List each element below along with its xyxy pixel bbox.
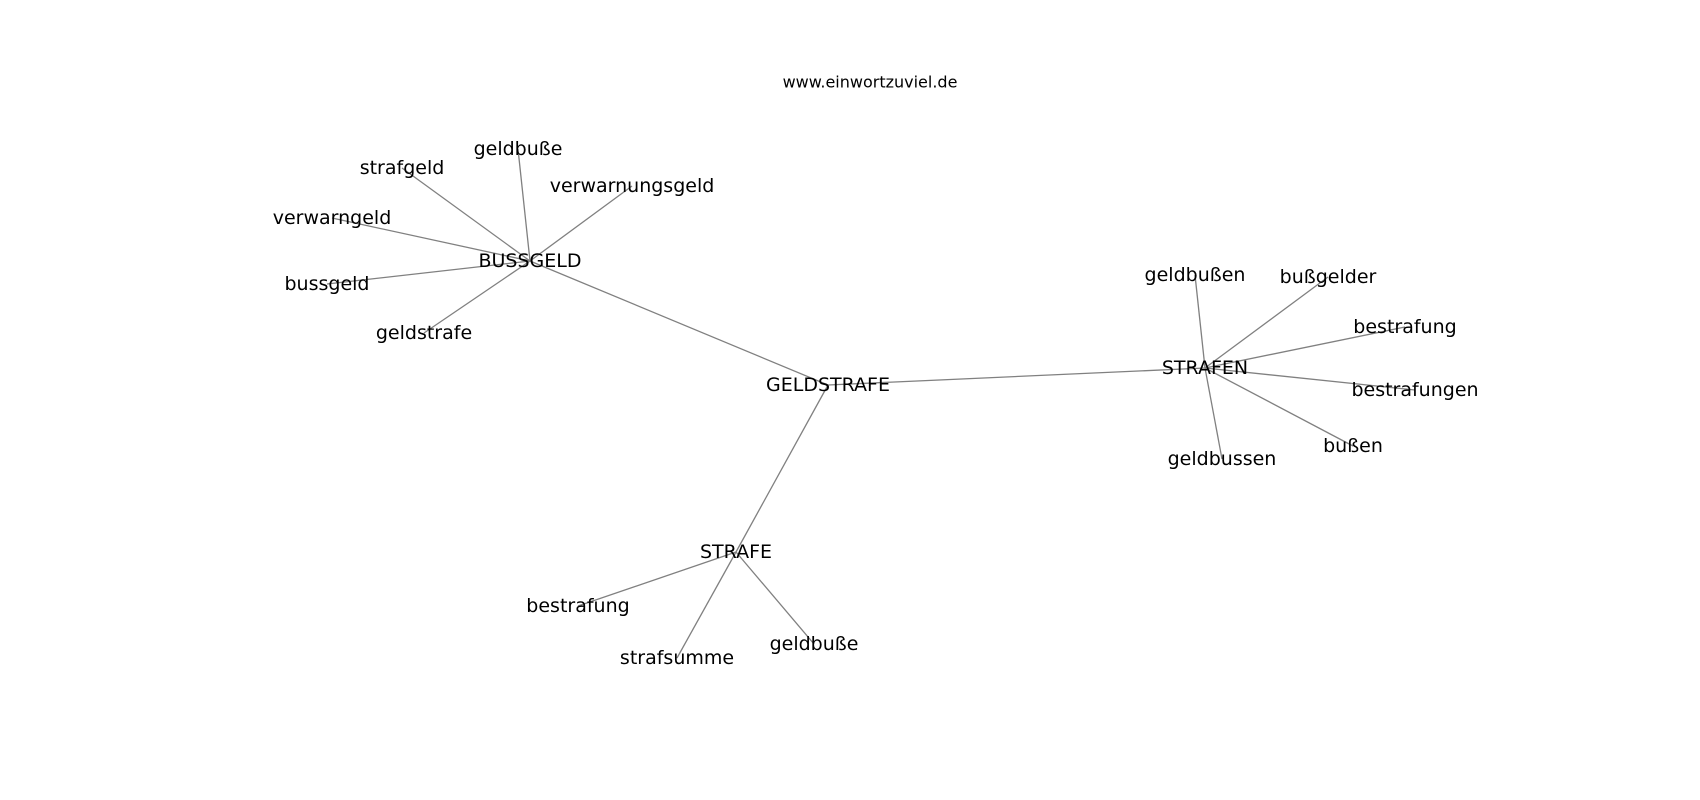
edge-strafen_hub-s_geldbussen2 [1204,367,1223,460]
node-label-b-geldbusse: geldbuße [474,138,563,160]
edge-bussgeld_hub-b_strafgeld [401,167,531,262]
edge-strafe_hub-t_geldbusse [735,551,815,645]
edge-geldstrafe-bussgeld_hub [529,260,829,386]
edge-strafen_hub-s_bestrafungen [1204,367,1416,391]
graph-edges [326,148,1416,659]
graph-nodes: GELDSTRAFE BUSSGELD STRAFEN STRAFE geldbuße s… [273,138,1479,669]
node-label-b-verwarnungsgeld: verwarnungsgeld [550,175,715,197]
node-label-strafen-hub: STRAFEN [1162,357,1248,379]
node-label-geldstrafe: GELDSTRAFE [766,374,890,396]
edge-strafen_hub-s_geldbussen [1194,274,1206,369]
edge-bussgeld_hub-b_verwarngeld [331,217,531,262]
node-label-b-geldstrafe: geldstrafe [376,322,472,344]
node-label-b-bussgeld: bussgeld [285,273,370,295]
edge-strafen_hub-s_bestrafung [1204,326,1406,369]
node-label-strafe-hub: STRAFE [700,541,772,563]
node-label-b-verwarngeld: verwarngeld [273,207,392,229]
edge-strafen_hub-s_bussgelder [1204,276,1329,369]
edge-strafe_hub-t_bestrafung [577,551,737,607]
node-label-s-bestrafung: bestrafung [1353,316,1456,338]
node-label-s-bussen: bußen [1323,435,1383,457]
edge-geldstrafe-strafen_hub [827,367,1206,386]
edge-bussgeld_hub-b_bussgeld [326,260,531,285]
edge-strafe_hub-t_strafsumme [676,551,737,659]
node-label-t-strafsumme: strafsumme [620,647,734,669]
node-label-t-bestrafung: bestrafung [526,595,629,617]
node-label-b-strafgeld: strafgeld [360,157,445,179]
node-label-bussgeld-hub: BUSSGELD [478,250,581,272]
edge-bussgeld_hub-b_geldstrafe [423,260,531,334]
edge-bussgeld_hub-b_verwarnungsgeld [529,185,633,262]
edge-bussgeld_hub-b_geldbusse [517,148,531,262]
site-url: www.einwortzuviel.de [783,73,958,92]
node-label-s-geldbussen: geldbußen [1145,264,1246,286]
node-label-t-geldbusse: geldbuße [770,633,859,655]
node-label-s-bussgelder: bußgelder [1280,266,1377,288]
edge-geldstrafe-strafe_hub [735,384,829,553]
edge-strafen_hub-s_bussen [1204,367,1354,447]
node-label-s-bestrafungen: bestrafungen [1351,379,1478,401]
node-label-s-geldbussen2: geldbussen [1168,448,1277,470]
